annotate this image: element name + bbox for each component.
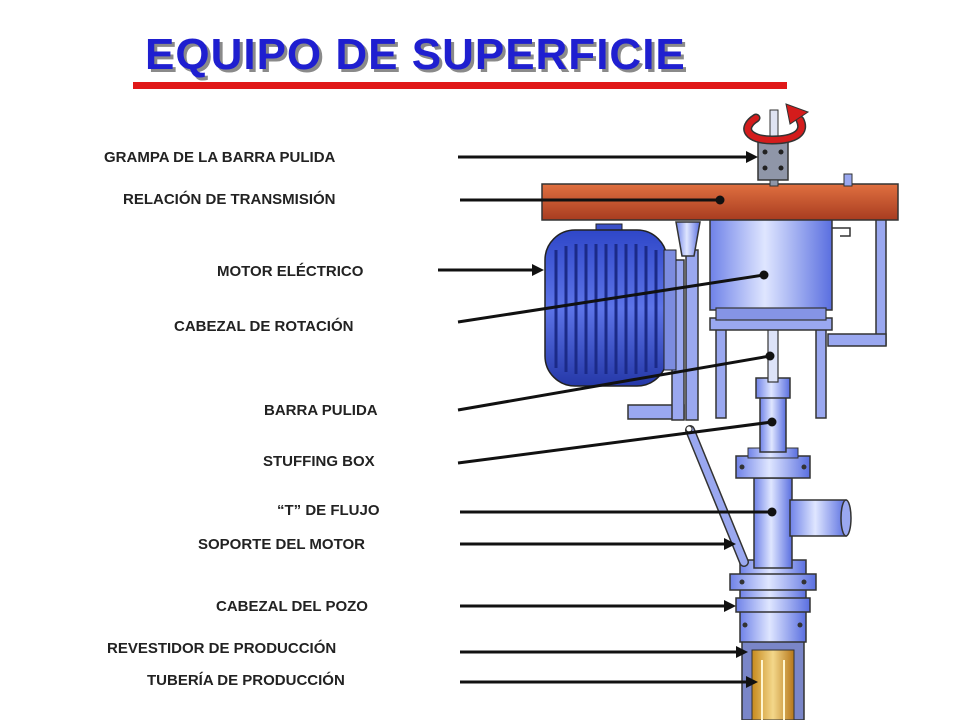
- rotation-arrow-icon: [743, 103, 810, 145]
- label-tuberia-produccion: TUBERÍA DE PRODUCCIÓN: [147, 672, 345, 689]
- label-relacion-transmision: RELACIÓN DE TRANSMISIÓN: [123, 191, 336, 208]
- t-flujo: [753, 477, 852, 569]
- pointer-arrows: [438, 151, 777, 688]
- label-stuffing-box: STUFFING BOX: [263, 453, 375, 470]
- motor-pulley: [675, 221, 701, 257]
- cabezal-rotacion: [709, 217, 851, 321]
- label-cabezal-pozo: CABEZAL DEL POZO: [216, 598, 368, 615]
- label-revestidor-produccion: REVESTIDOR DE PRODUCCIÓN: [107, 640, 337, 657]
- grampa-barra-pulida: [757, 109, 789, 187]
- page-title: EQUIPO DE SUPERFICIE: [145, 30, 686, 79]
- revestidor-produccion: [741, 639, 805, 720]
- motor-electrico: [544, 223, 677, 387]
- soporte-motor-diagonal: [685, 425, 749, 567]
- stuffing-box: [735, 377, 811, 479]
- label-barra-pulida: BARRA PULIDA: [264, 402, 378, 419]
- label-motor-electrico: MOTOR ELÉCTRICO: [217, 263, 364, 280]
- label-t-flujo: “T” DE FLUJO: [277, 502, 380, 519]
- title-underline: [133, 82, 787, 89]
- label-cabezal-rotacion: CABEZAL DE ROTACIÓN: [174, 318, 354, 335]
- label-soporte-motor: SOPORTE DEL MOTOR: [198, 536, 365, 553]
- label-grampa: GRAMPA DE LA BARRA PULIDA: [104, 149, 336, 166]
- cabezal-pozo: [729, 559, 817, 643]
- soporte-motor: [627, 214, 887, 421]
